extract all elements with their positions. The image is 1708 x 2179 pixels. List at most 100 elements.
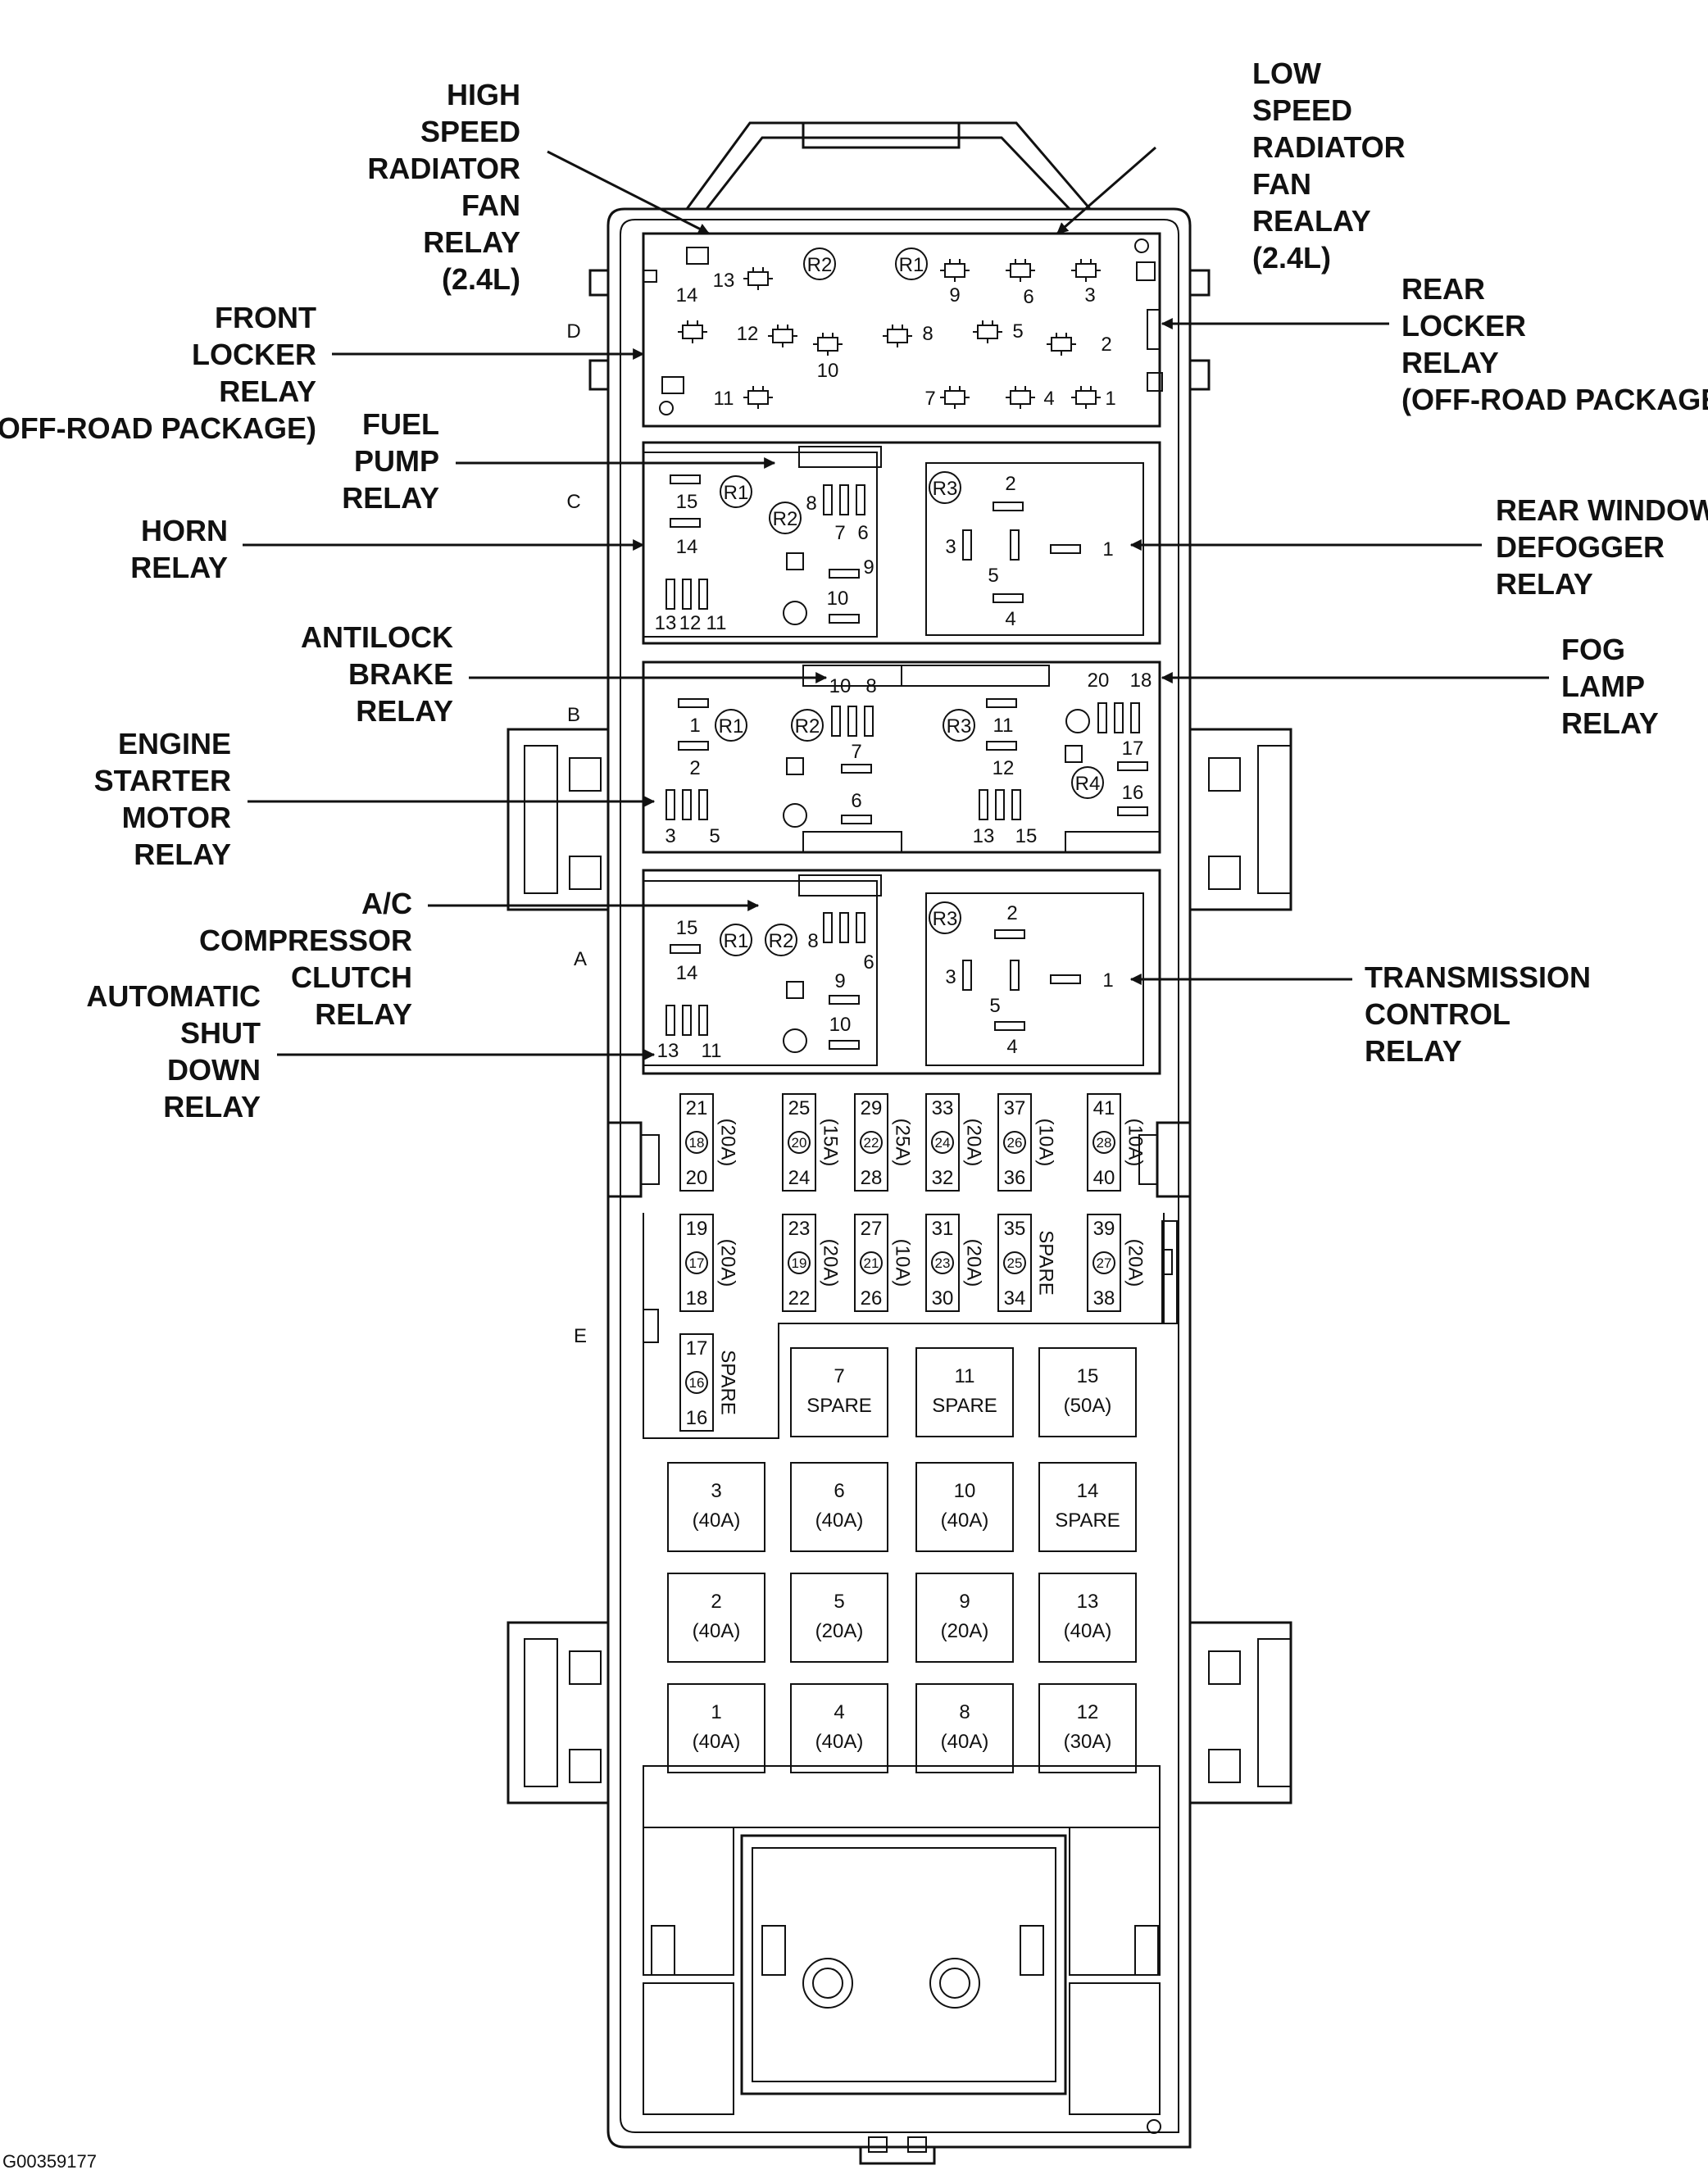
maxi-fuse-rating: SPARE	[932, 1395, 997, 1417]
label-fuel-pump-relay: FUEL PUMP RELAY	[342, 407, 439, 515]
maxi-fuse-number: 11	[955, 1365, 975, 1387]
label-line: COMPRESSOR	[199, 924, 412, 957]
micro-relay-block-d: R2 R1 13 14 9 6 3 12 8 5 2 10 11 7 4 1	[642, 232, 1163, 428]
maxi-fuse-rating: (40A)	[941, 1731, 989, 1753]
relay-tag-r1: R1	[719, 715, 744, 738]
label-line: ENGINE	[118, 727, 231, 760]
terminal-20: 20	[1088, 670, 1110, 692]
terminal-9: 9	[834, 970, 845, 992]
maxi-fuse-number: 5	[834, 1591, 844, 1613]
mini-fuse-rating: (20A)	[963, 1239, 985, 1287]
maxi-fuse: 9(20A)	[915, 1573, 1014, 1663]
relay-tag-r1: R1	[724, 930, 749, 952]
label-line: BRAKE	[348, 657, 453, 691]
label-line: RELAY	[423, 225, 520, 259]
relay-block-a: R1 R2 15 14 13 11 8 6 9 10 R3 2 3 5 1 4	[642, 869, 1161, 1075]
maxi-fuse: 4(40A)	[790, 1683, 888, 1773]
terminal-14: 14	[676, 536, 698, 558]
label-line: FUEL	[362, 407, 439, 441]
maxi-fuse: 6(40A)	[790, 1462, 888, 1552]
label-line: FRONT	[215, 301, 316, 334]
label-high-speed-radiator-fan-relay: HIGH SPEED RADIATOR FAN RELAY (2.4L)	[367, 78, 520, 296]
mini-fuse-rating: (20A)	[717, 1239, 739, 1287]
terminal-5: 5	[989, 995, 1000, 1017]
terminal-16: 16	[1122, 782, 1144, 804]
terminal-6: 6	[863, 951, 874, 974]
mini-fuse-top-terminal: 41	[1093, 1097, 1115, 1119]
label-antilock-brake-relay: ANTILOCK BRAKE RELAY	[301, 620, 453, 728]
mini-fuse-top-terminal: 17	[686, 1337, 708, 1360]
maxi-fuse-number: 9	[959, 1591, 970, 1613]
terminal-6: 6	[857, 522, 868, 544]
label-line: FAN	[1252, 167, 1311, 201]
terminal-2: 2	[689, 757, 700, 779]
label-line: DOWN	[167, 1053, 261, 1087]
mini-fuse-bottom-terminal: 20	[686, 1167, 708, 1189]
terminal-9: 9	[863, 556, 874, 579]
mini-fuse-top-terminal: 19	[686, 1218, 708, 1240]
terminal-2: 2	[1005, 473, 1015, 495]
mini-fuse-top-terminal: 27	[861, 1218, 883, 1240]
mini-fuse-number: 20	[792, 1135, 807, 1151]
mini-fuse-number: 23	[935, 1255, 951, 1271]
label-line: RELAY	[1365, 1034, 1462, 1068]
terminal-2: 2	[1101, 334, 1111, 356]
row-label-d: D	[566, 320, 580, 343]
mini-fuse-rating: (20A)	[717, 1119, 739, 1167]
mini-fuse-number: 21	[864, 1255, 879, 1271]
mini-fuse-rating: SPARE	[717, 1350, 739, 1415]
terminal-15: 15	[1015, 825, 1038, 847]
terminal-11: 11	[702, 1040, 722, 1062]
maxi-fuse-number: 4	[834, 1701, 844, 1723]
label-line: RELAY	[130, 551, 228, 584]
terminal-8: 8	[865, 675, 876, 697]
terminal-3: 3	[945, 966, 956, 988]
terminal-1: 1	[1105, 388, 1115, 410]
mini-fuse-rating: (20A)	[820, 1239, 842, 1287]
relay-tag-r1: R1	[899, 254, 924, 276]
terminal-12: 12	[679, 612, 702, 634]
label-line: (OFF-ROAD PACKAGE)	[1401, 383, 1708, 416]
maxi-fuse: 8(40A)	[915, 1683, 1014, 1773]
maxi-fuse: 3(40A)	[667, 1462, 765, 1552]
maxi-fuse-rating: (50A)	[1064, 1395, 1112, 1417]
relay-block-c: R1 R2 15 14 13 12 11 8 7 6 9 10 R3 2 3 5…	[642, 441, 1161, 645]
fuse-area-e	[643, 1213, 1178, 1439]
relay-block-b: R1 1 2 3 5 R2 10 8 7 6 R3 11 12 13 15	[642, 661, 1161, 854]
relay-tag-r2: R2	[795, 715, 820, 738]
relay-tag-r4: R4	[1075, 773, 1101, 795]
terminal-7: 7	[924, 388, 935, 410]
terminal-14: 14	[676, 284, 698, 306]
label-line: (2.4L)	[1252, 241, 1331, 275]
maxi-fuse: 15(50A)	[1038, 1347, 1137, 1437]
label-engine-starter-motor-relay: ENGINE STARTER MOTOR RELAY	[94, 727, 231, 871]
terminal-5: 5	[988, 565, 998, 587]
housing	[506, 121, 1292, 2165]
label-line: RELAY	[1496, 567, 1593, 601]
maxi-fuse-rating: (40A)	[941, 1509, 989, 1532]
label-line: RADIATOR	[367, 152, 520, 185]
mini-fuse-rating: (25A)	[892, 1119, 914, 1167]
terminal-3: 3	[665, 825, 675, 847]
mini-fuse-bottom-terminal: 30	[932, 1287, 954, 1310]
terminal-9: 9	[949, 284, 960, 306]
maxi-fuse-number: 7	[834, 1365, 844, 1387]
mini-fuse-rating: (10A)	[892, 1239, 914, 1287]
relay-tag-r3: R3	[933, 908, 958, 930]
label-rear-locker-relay: REAR LOCKER RELAY (OFF-ROAD PACKAGE)	[1401, 272, 1708, 416]
label-fog-lamp-relay: FOG LAMP RELAY	[1561, 633, 1659, 740]
label-line: MOTOR	[122, 801, 231, 834]
mini-fuse-rating: (10A)	[1035, 1119, 1057, 1167]
terminal-12: 12	[993, 757, 1015, 779]
mini-fuse-number: 19	[792, 1255, 807, 1271]
label-line: RELAY	[219, 375, 316, 408]
mini-fuse-rating: SPARE	[1035, 1230, 1057, 1296]
terminal-13: 13	[655, 612, 677, 634]
maxi-fuse-rating: (20A)	[815, 1620, 864, 1642]
terminal-17: 17	[1122, 738, 1144, 760]
label-line: HIGH	[447, 78, 520, 111]
relay-tag-r3: R3	[933, 478, 958, 500]
label-line: LOCKER	[192, 338, 316, 371]
terminal-5: 5	[709, 825, 720, 847]
